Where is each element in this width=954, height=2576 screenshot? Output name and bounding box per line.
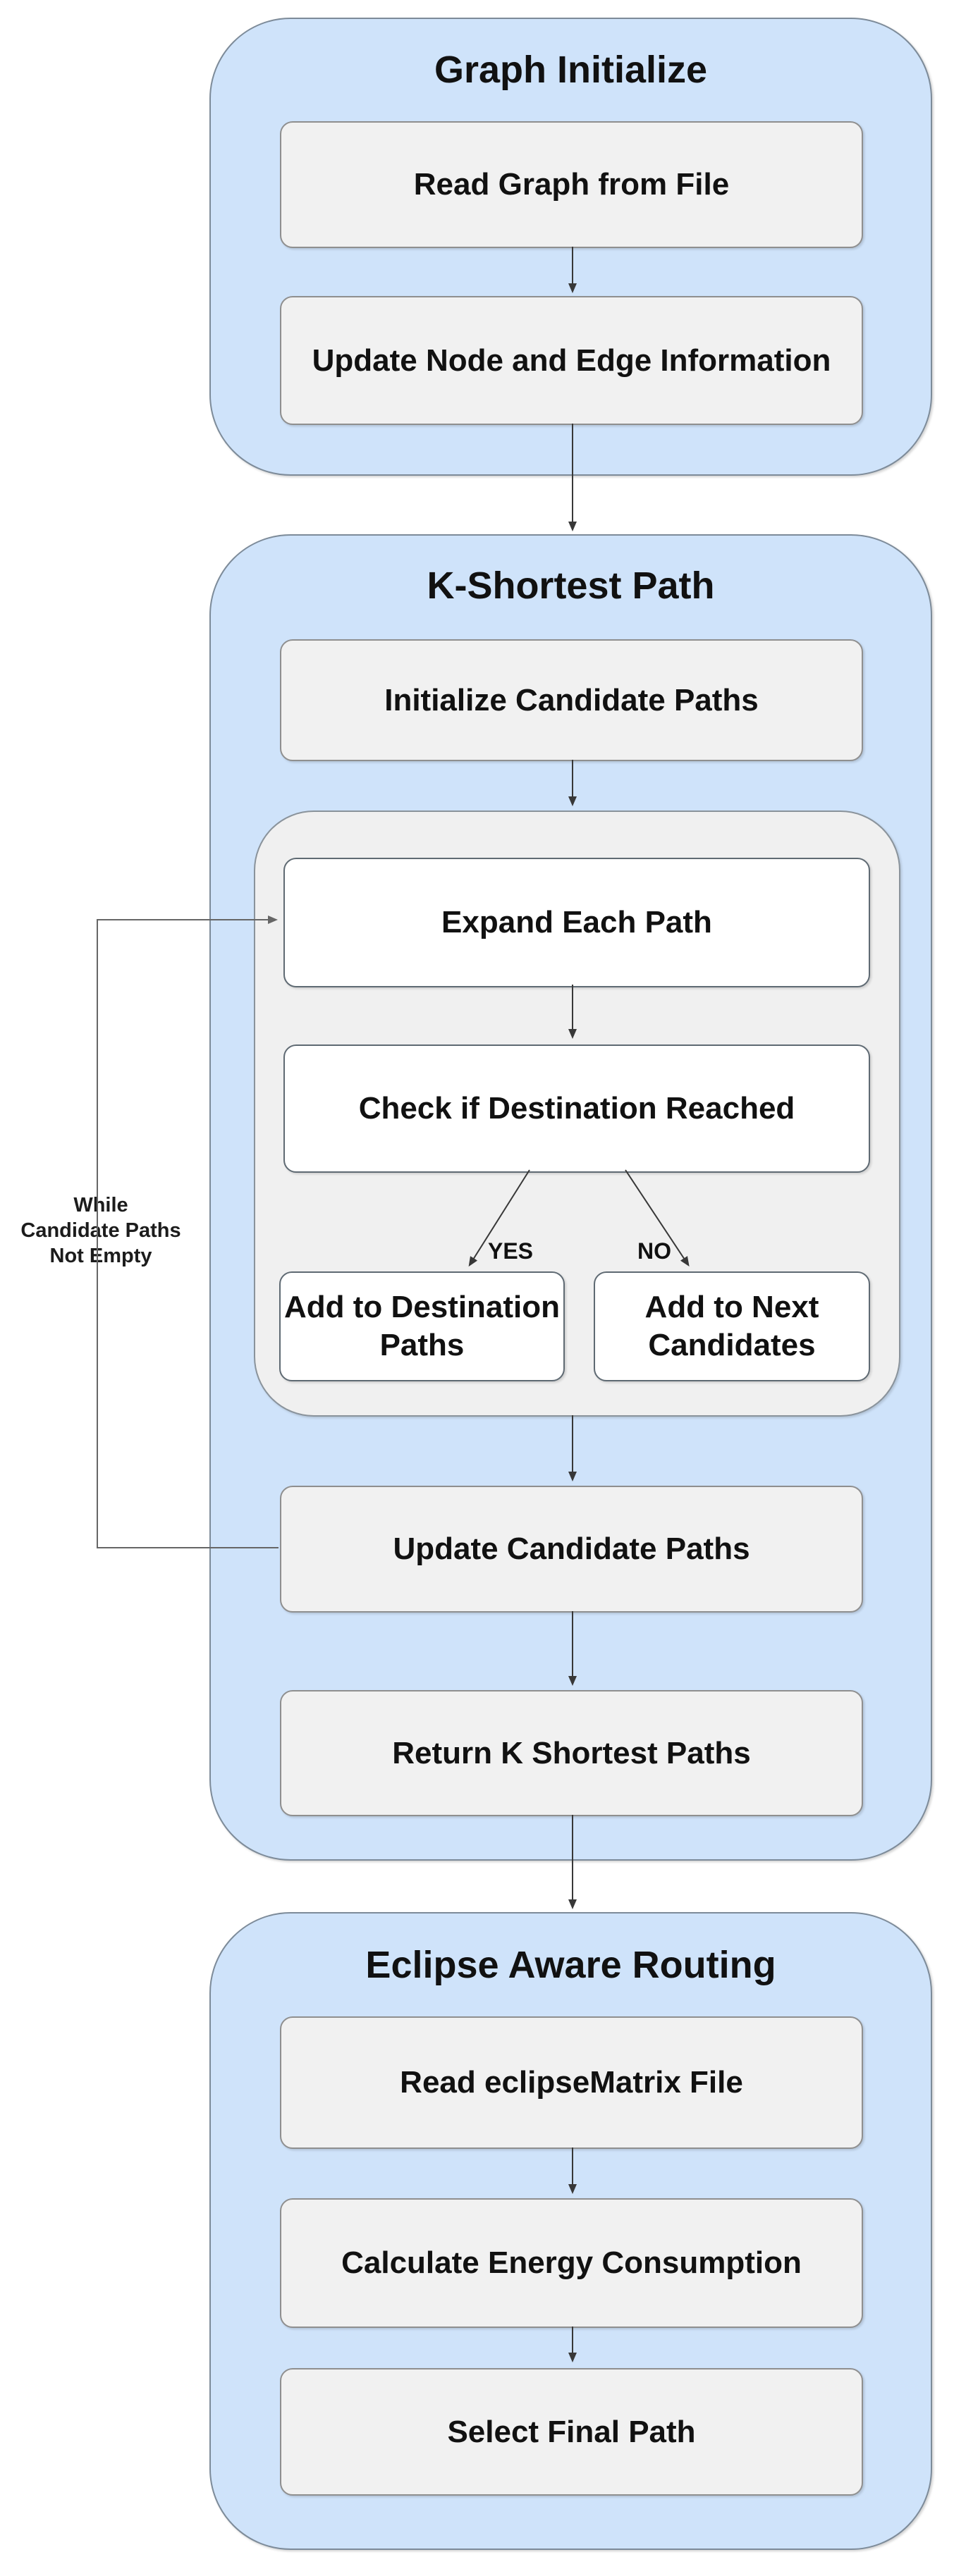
step-expand-each-path: Expand Each Path: [283, 858, 870, 987]
step-calculate-energy-consumption: Calculate Energy Consumption: [280, 2198, 863, 2328]
step-read-eclipsematrix-file: Read eclipseMatrix File: [280, 2016, 863, 2149]
branch-label-no: NO: [637, 1238, 671, 1264]
branch-label-yes: YES: [487, 1238, 534, 1264]
step-check-if-destination-reached: Check if Destination Reached: [283, 1044, 870, 1173]
step-add-to-next-candidates-label: Add to Next Candidates: [644, 1290, 819, 1362]
step-return-k-shortest-paths: Return K Shortest Paths: [280, 1690, 863, 1816]
section-title-eclipse-aware-routing: Eclipse Aware Routing: [365, 1944, 776, 1986]
section-title-graph-initialize: Graph Initialize: [434, 49, 708, 91]
step-initialize-candidate-paths: Initialize Candidate Paths: [280, 639, 863, 761]
section-title-k-shortest-path: K-Shortest Path: [427, 565, 715, 607]
section-k-shortest-path: K-Shortest Path Initialize Candidate Pat…: [209, 534, 932, 1861]
loop-body-group: Expand Each Path Check if Destination Re…: [254, 811, 900, 1417]
step-add-to-destination-paths: Add to Destination Paths: [279, 1271, 565, 1381]
step-read-graph-from-file: Read Graph from File: [280, 121, 863, 248]
section-eclipse-aware-routing: Eclipse Aware Routing Read eclipseMatrix…: [209, 1912, 932, 2550]
step-select-final-path: Select Final Path: [280, 2368, 863, 2496]
loop-condition-label: While Candidate Paths Not Empty: [20, 1194, 181, 1267]
section-graph-initialize: Graph Initialize Read Graph from File Up…: [209, 18, 932, 476]
step-add-to-next-candidates: Add to Next Candidates: [594, 1271, 870, 1381]
step-update-candidate-paths: Update Candidate Paths: [280, 1486, 863, 1613]
step-update-node-edge-information: Update Node and Edge Information: [280, 296, 863, 425]
step-add-to-destination-paths-label: Add to Destination Paths: [283, 1290, 561, 1362]
